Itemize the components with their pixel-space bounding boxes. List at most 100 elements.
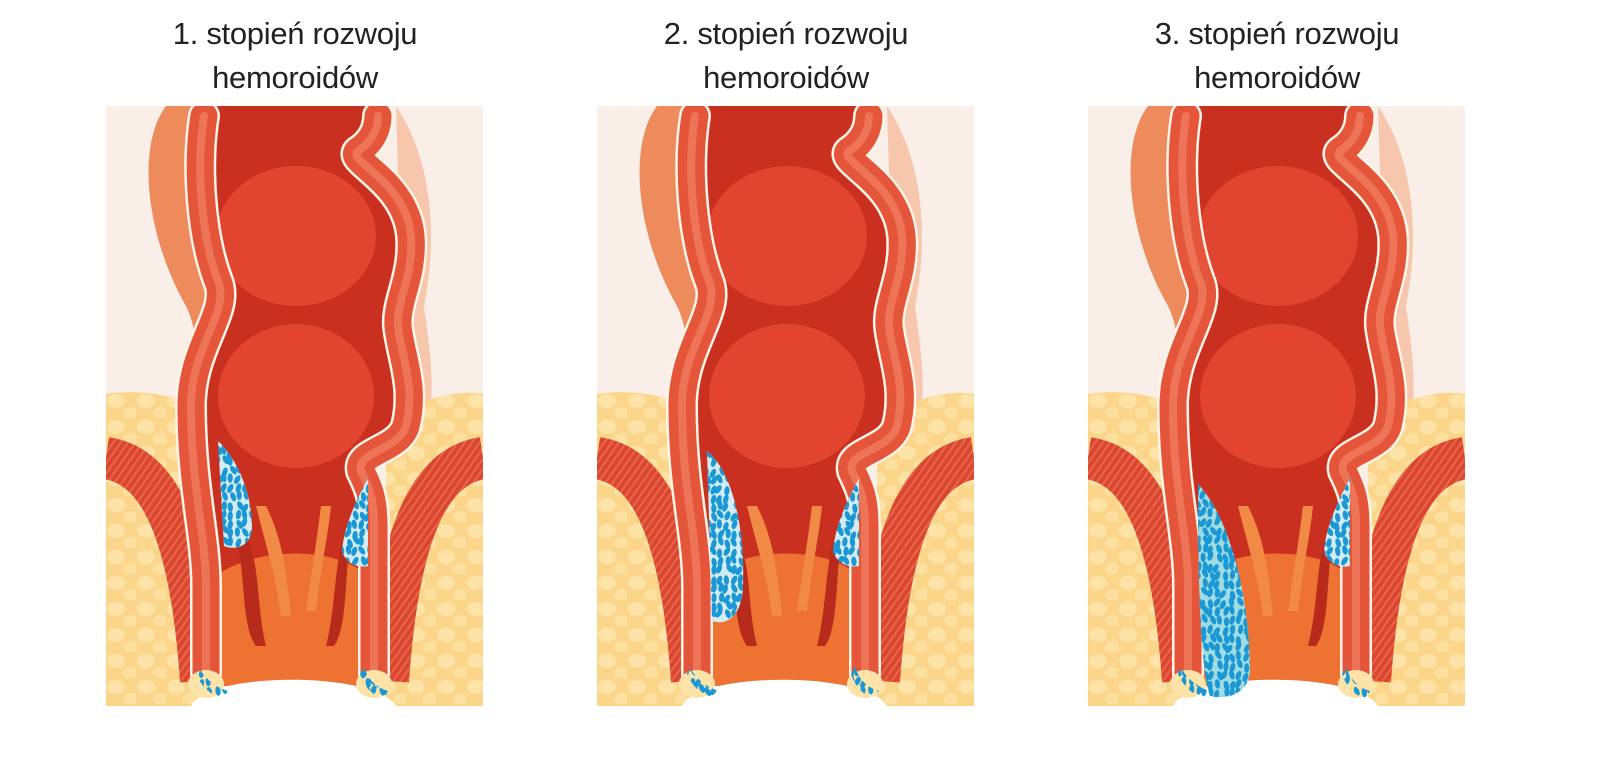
blood-vessel-dot (222, 536, 230, 546)
blood-vessel-dot (220, 483, 227, 493)
blood-vessel-dot (833, 546, 837, 556)
blood-vessel-dot (716, 564, 723, 574)
blood-vessel-dot (1235, 614, 1242, 625)
blood-vessel-dot (740, 548, 744, 558)
blood-vessel-dot (1214, 516, 1221, 526)
blood-vessel-dot (359, 528, 366, 538)
blood-vessel-dot (230, 492, 237, 502)
blood-vessel-dot (1216, 544, 1223, 554)
blood-vessel-dot (1222, 553, 1229, 564)
blood-vessel-dot (221, 501, 227, 511)
blood-vessel-dot (1347, 519, 1350, 530)
blood-vessel-dot (723, 594, 731, 604)
blood-vessel-dot (731, 583, 738, 593)
blood-vessel-dot (730, 554, 737, 564)
blood-vessel-dot (724, 539, 731, 549)
blood-vessel-dot (730, 575, 738, 585)
blood-vessel-dot (723, 575, 730, 585)
blood-vessel-dot (1207, 563, 1213, 574)
blood-vessel-dot (1234, 679, 1242, 688)
blood-vessel-dot (366, 503, 368, 513)
blood-vessel-dot (725, 528, 731, 539)
blood-vessel-dot (358, 519, 365, 530)
blood-vessel-dot (707, 474, 712, 485)
blood-vessel-dot (711, 593, 717, 603)
blood-vessel-dot (365, 520, 368, 530)
stage-2-panel: 2. stopień rozwoju hemoroidów (576, 0, 996, 710)
blood-vessel-dot (1223, 560, 1229, 571)
blood-vessel-dot (1334, 512, 1341, 523)
blood-vessel-dot (235, 538, 242, 548)
blood-vessel-dot (1198, 507, 1202, 517)
blood-vessel-dot (1235, 641, 1242, 651)
blood-vessel-dot (857, 511, 859, 522)
blood-vessel-dot (1243, 643, 1251, 653)
blood-vessel-dot (360, 667, 363, 677)
blood-vessel-dot (1326, 538, 1332, 548)
blood-vessel-dot (717, 556, 724, 567)
blood-vessel-dot (711, 530, 717, 540)
blood-vessel-dot (1229, 569, 1236, 580)
blood-vessel-dot (221, 472, 227, 483)
blood-vessel-dot (711, 512, 718, 522)
blood-vessel-dot (857, 547, 859, 557)
blood-vessel-dot (1342, 510, 1349, 521)
blood-vessel-dot (715, 608, 723, 618)
blood-vessel-dot (1214, 650, 1222, 659)
blood-vessel-dot (710, 522, 717, 532)
blood-vessel-dot (1236, 588, 1244, 598)
blood-vessel-dot (1229, 653, 1236, 663)
blood-vessel-dot (1223, 616, 1230, 627)
blood-vessel-dot (842, 537, 848, 547)
title-line-2: hemoroidów (1194, 60, 1360, 95)
blood-vessel-dot (1236, 658, 1243, 669)
blood-vessel-dot (737, 574, 744, 584)
blood-vessel-dot (1207, 661, 1213, 671)
blood-vessel-dot (237, 501, 244, 511)
blood-vessel-dot (849, 492, 856, 502)
blood-vessel-dot (218, 445, 222, 456)
blood-vessel-dot (716, 575, 723, 585)
blood-vessel-dot (1235, 578, 1242, 588)
blood-vessel-dot (351, 546, 358, 556)
blood-vessel-dot (1229, 624, 1236, 635)
blood-vessel-dot (722, 494, 729, 504)
blood-vessel-dot (1208, 653, 1214, 664)
blood-vessel-dot (1219, 600, 1226, 610)
blood-vessel-dot (731, 519, 738, 530)
blood-vessel-dot (364, 512, 368, 522)
blood-vessel-dot (241, 509, 248, 520)
blood-vessel-dot (851, 556, 857, 567)
blood-vessel-dot (1202, 578, 1208, 588)
blood-vessel-dot (857, 491, 859, 502)
blood-vessel-dot (710, 475, 718, 485)
blood-vessel-dot (847, 521, 855, 530)
blood-vessel-dot (1206, 534, 1213, 544)
blood-vessel-dot (1198, 519, 1201, 529)
title-line-2: hemoroidów (703, 60, 869, 95)
blood-vessel-dot (724, 486, 730, 496)
blood-vessel-dot (344, 528, 352, 538)
blood-vessel-dot (365, 483, 368, 494)
blood-vessel-dot (227, 520, 233, 530)
blood-vessel-dot (241, 528, 249, 537)
blood-vessel-dot (1201, 613, 1208, 623)
blood-vessel-dot (1202, 498, 1210, 508)
rectum-anatomy (597, 106, 974, 706)
blood-vessel-dot (857, 529, 859, 540)
blood-vessel-dot (854, 676, 861, 686)
blood-vessel-dot (1344, 675, 1350, 685)
blood-vessel-dot (222, 455, 229, 465)
blood-vessel-dot (365, 555, 368, 565)
blood-vessel-dot (1216, 634, 1223, 643)
blood-vessel-dot (215, 686, 221, 696)
blood-vessel-dot (233, 475, 241, 484)
blood-vessel-dot (342, 545, 345, 555)
blood-vessel-dot (1203, 642, 1210, 652)
blood-vessel-dot (1342, 545, 1348, 555)
blood-vessel-dot (1347, 511, 1350, 520)
blood-vessel-dot (704, 687, 712, 696)
blood-vessel-dot (1335, 538, 1342, 548)
blood-vessel-dot (710, 457, 717, 467)
blood-vessel-dot (1199, 518, 1207, 528)
